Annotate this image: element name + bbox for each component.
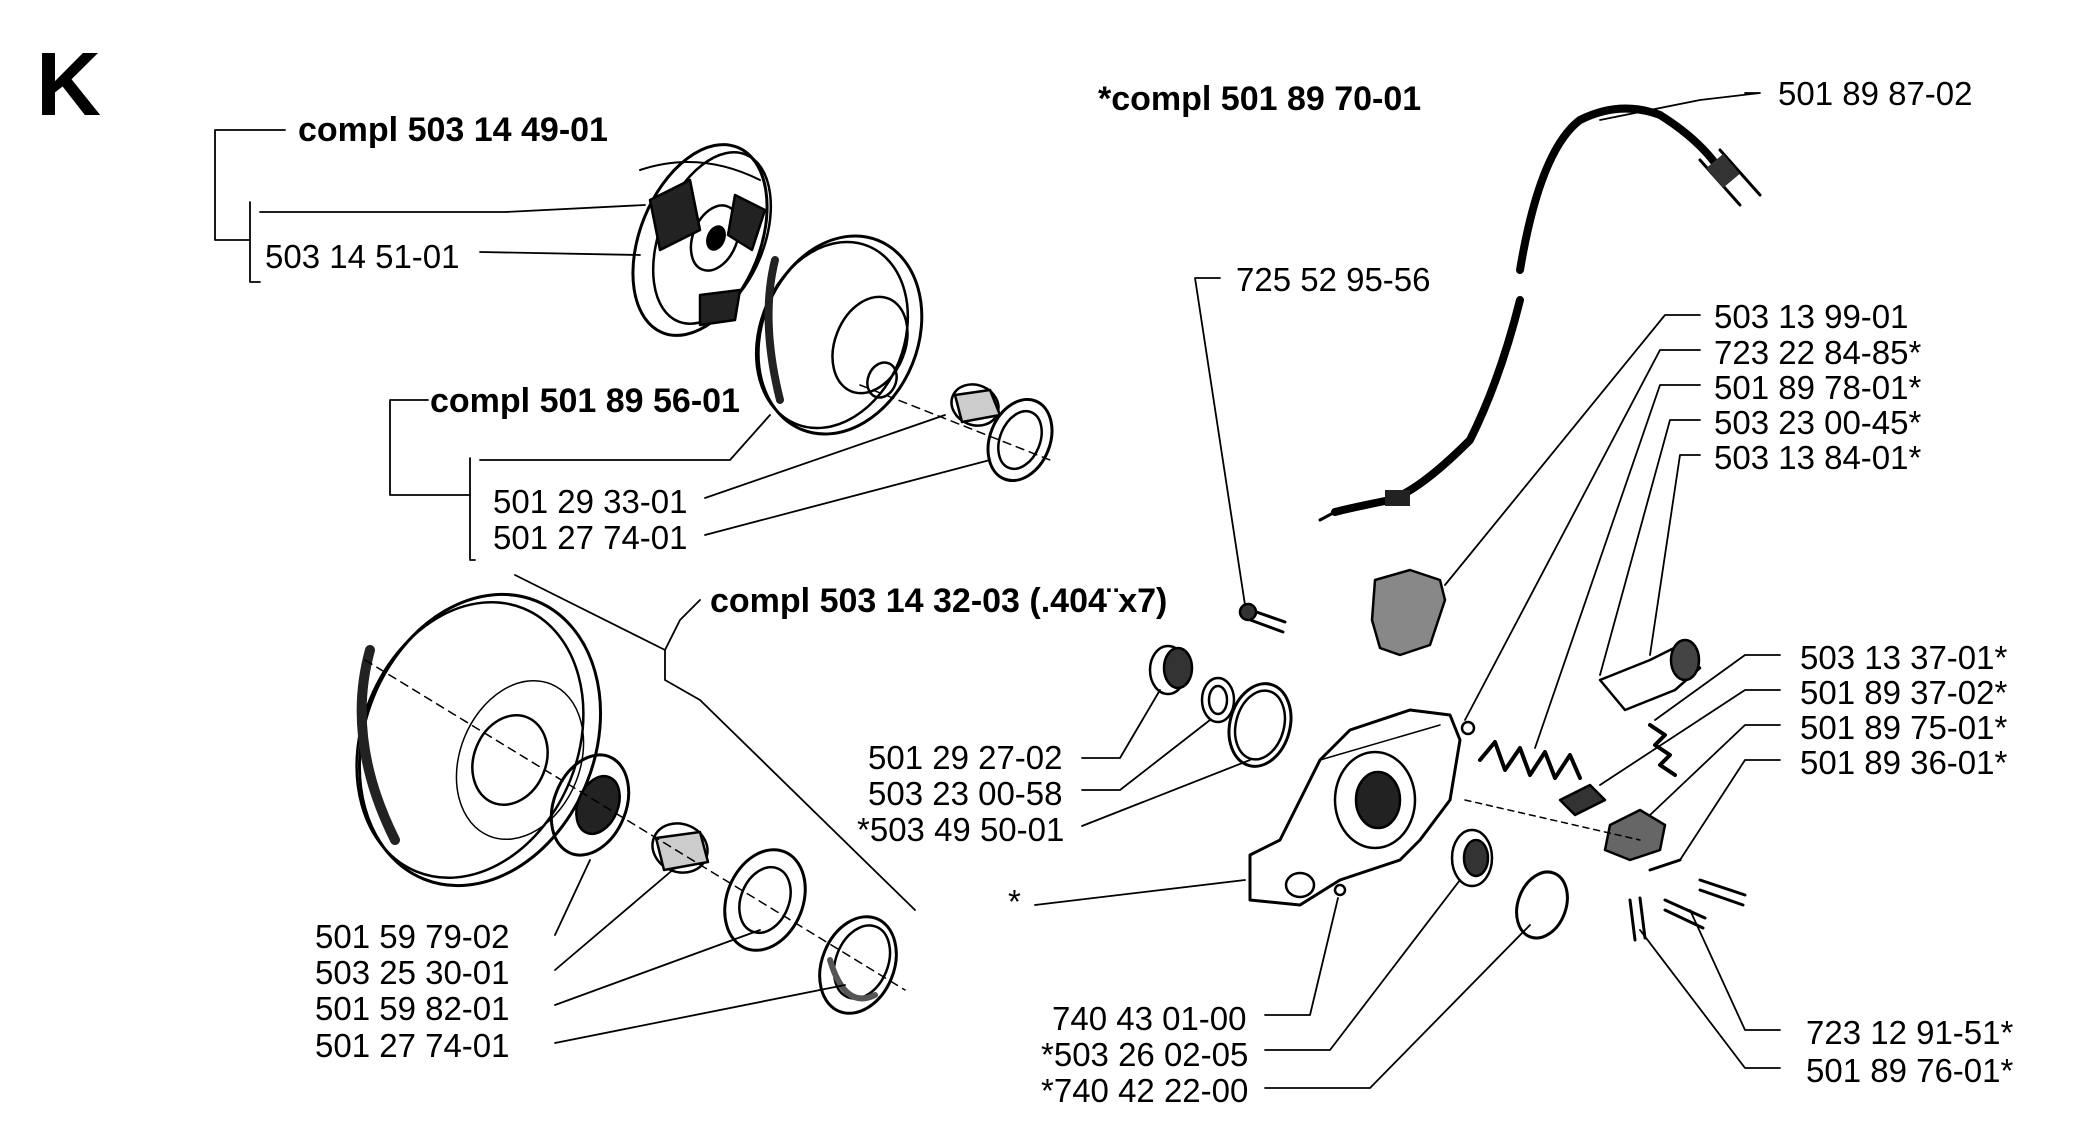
part-label: 501 89 76-01*	[1806, 1052, 2014, 1089]
clutch-drawing	[631, 143, 773, 337]
part-label: 503 23 00-45*	[1714, 404, 1922, 441]
part-label: 501 89 75-01*	[1800, 709, 2008, 746]
part-label: 501 89 78-01*	[1714, 369, 1922, 406]
part-label: *740 42 22-00	[1041, 1072, 1249, 1109]
part-label: 501 29 33-01	[493, 483, 688, 520]
part-label: *	[1008, 883, 1021, 920]
assembly-label-oilpump: *compl 501 89 70-01	[1098, 80, 1422, 118]
part-label: 503 13 99-01	[1714, 298, 1909, 335]
part-label: 501 29 27-02	[868, 739, 1063, 776]
leader-lines	[214, 92, 1781, 1089]
assembly-label-clutch: compl 503 14 49-01	[298, 111, 608, 149]
oil-pump-drawing	[1148, 602, 1569, 940]
part-label: *503 26 02-05	[1041, 1036, 1249, 1073]
oil-hose-drawing	[1318, 104, 1762, 522]
part-label: 740 43 01-00	[1052, 1000, 1247, 1037]
part-label: 501 89 87-02	[1778, 75, 1973, 112]
part-label: 501 89 36-01*	[1800, 744, 2008, 781]
part-label: 501 59 79-02	[315, 918, 510, 955]
part-label: 501 59 82-01	[315, 990, 510, 1027]
part-label: 503 14 51-01	[265, 238, 460, 275]
assembly-label-sprocket: compl 503 14 32-03 (.404¨x7)	[710, 582, 1168, 620]
clutch-drum-drawing	[754, 234, 1054, 483]
assembly-label-drum: compl 501 89 56-01	[430, 382, 740, 420]
pump-internals-drawing	[1370, 568, 1747, 942]
part-label: *503 49 50-01	[857, 811, 1065, 848]
part-label: 501 27 74-01	[493, 519, 688, 556]
part-label: 501 27 74-01	[315, 1027, 510, 1064]
part-label: 503 13 37-01*	[1800, 639, 2008, 676]
part-label: 723 22 84-85*	[1714, 334, 1922, 371]
part-label: 501 89 37-02*	[1800, 674, 2008, 711]
part-label: 503 25 30-01	[315, 954, 510, 991]
part-label: 723 12 91-51*	[1806, 1014, 2014, 1051]
part-label: 503 13 84-01*	[1714, 439, 1922, 476]
part-label: 725 52 95-56	[1236, 261, 1431, 298]
part-label: 503 23 00-58	[868, 775, 1063, 812]
section-letter: K	[36, 35, 101, 135]
sprocket-drum-drawing	[355, 592, 906, 1015]
